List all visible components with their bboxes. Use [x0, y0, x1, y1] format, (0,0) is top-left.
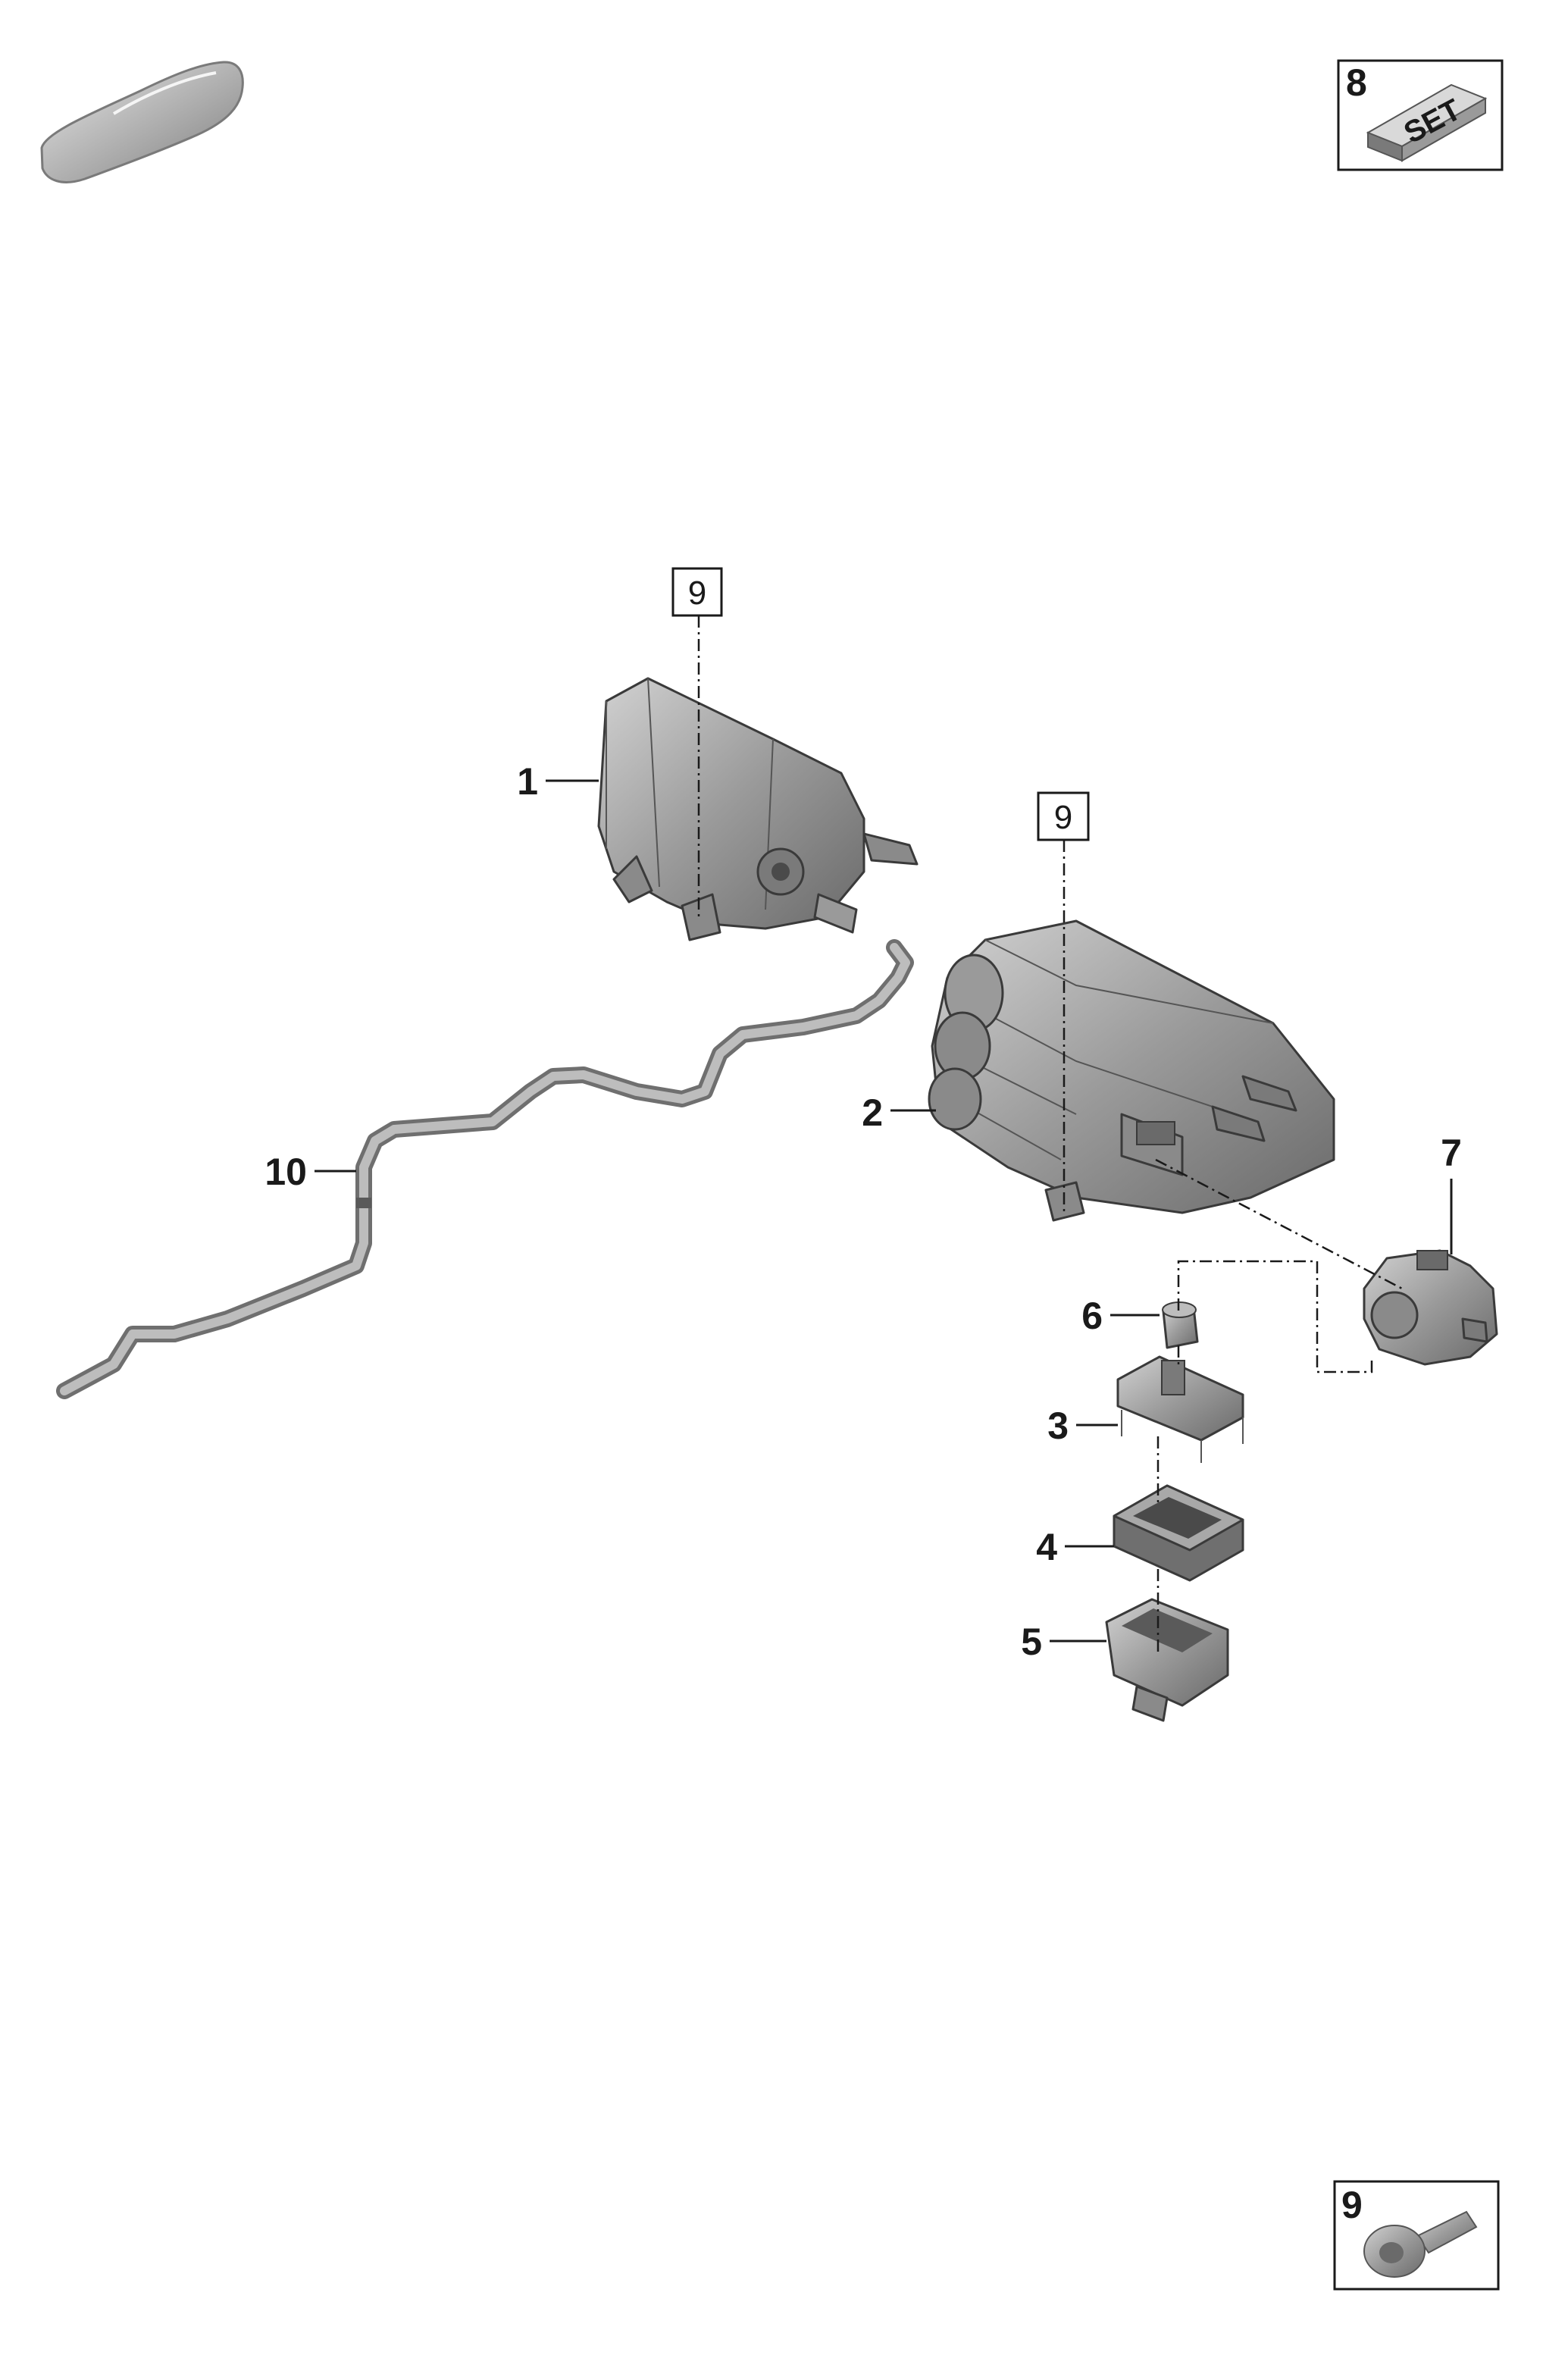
part-4-insert: [1113, 1484, 1244, 1582]
callout-3: 3: [1047, 1405, 1069, 1447]
part-10-hose: [56, 939, 914, 1399]
part-2-canister: [928, 919, 1335, 1222]
boxed-ref-top-left: 9: [671, 567, 723, 617]
svg-text:9: 9: [688, 575, 706, 612]
boxed-ref-top-right: 9: [1037, 791, 1090, 841]
bolt-inset-number: 9: [1341, 2184, 1363, 2226]
callout-7: 7: [1441, 1132, 1462, 1174]
part-3-bracket: [1116, 1355, 1244, 1463]
part-7-valve: [1363, 1249, 1498, 1366]
callout-6: 6: [1081, 1295, 1103, 1337]
leader-lines: [315, 779, 1453, 1643]
part-5-housing: [1105, 1598, 1229, 1722]
callout-1: 1: [517, 760, 538, 803]
callout-5: 5: [1021, 1621, 1042, 1663]
set-inset: 8 SET: [1337, 59, 1504, 171]
bolt-icon: [1363, 2210, 1478, 2278]
callout-2: 2: [862, 1091, 883, 1134]
part-6-grommet: [1162, 1301, 1199, 1349]
bolt-inset: 9: [1333, 2180, 1500, 2291]
part-1-canister: [597, 677, 919, 941]
svg-text:9: 9: [1054, 799, 1072, 836]
vehicle-thumbnail: [40, 61, 244, 183]
set-inset-number: 8: [1346, 61, 1367, 104]
callout-4: 4: [1036, 1526, 1057, 1568]
callout-10: 10: [264, 1151, 307, 1193]
assembly-lines: [697, 615, 1403, 1652]
